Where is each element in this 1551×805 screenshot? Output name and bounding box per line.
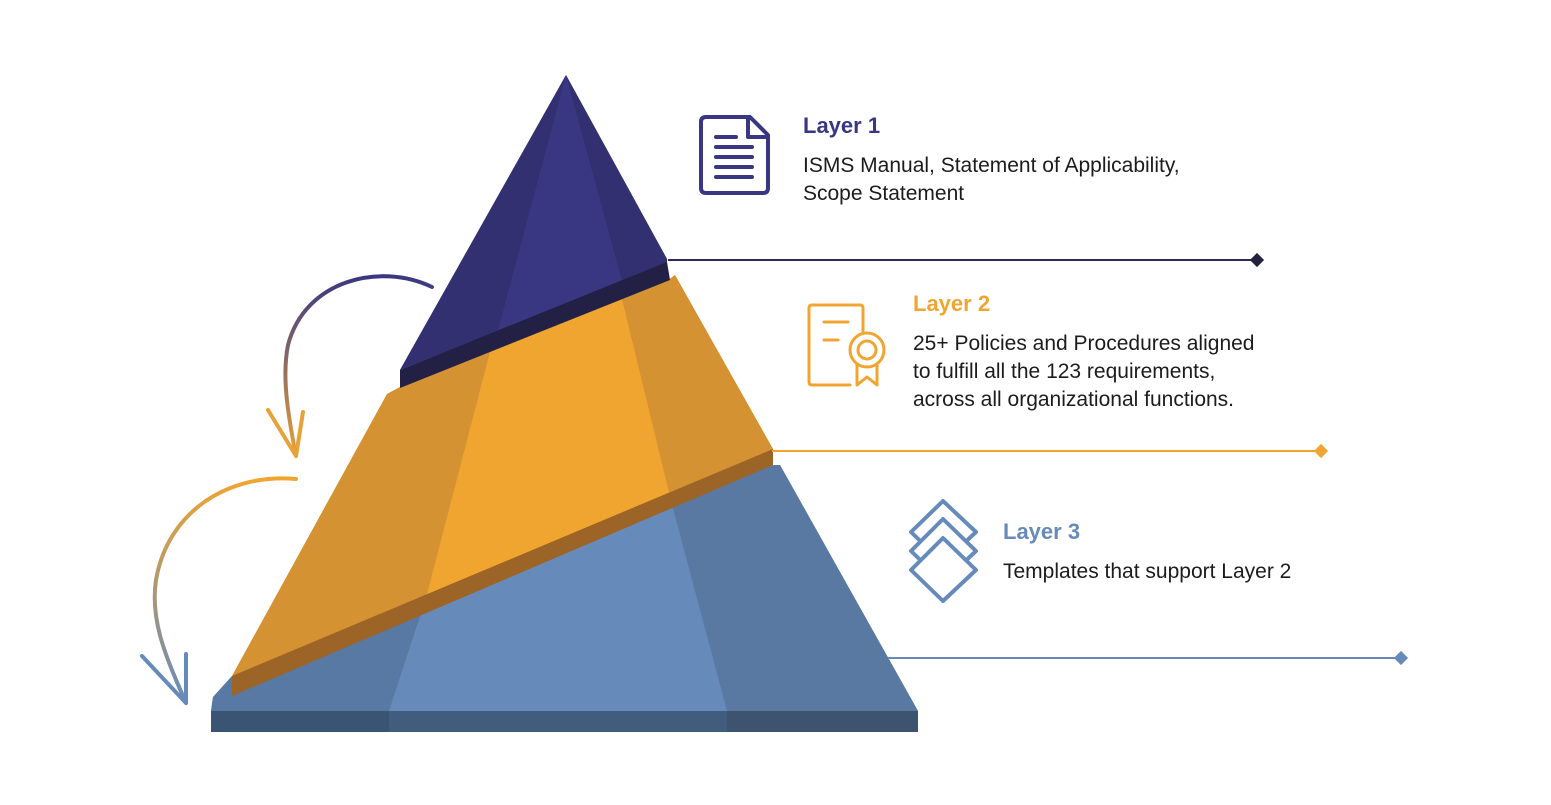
arrow-layer2-to-layer3 [140, 476, 298, 705]
arrow-layer1-to-layer2 [266, 274, 434, 458]
connector-line-layer-2 [772, 443, 1329, 459]
pyramid [211, 75, 918, 732]
certificate-icon [807, 303, 886, 387]
pyramid-layer-3 [211, 465, 918, 732]
stacked-layers-icon [909, 499, 978, 603]
layer-1-title: Layer 1 [803, 113, 881, 138]
layer-2-info: Layer 2 25+ Policies and Procedures alig… [913, 290, 1473, 414]
connector-line-layer-1 [668, 252, 1265, 268]
layer-2-title: Layer 2 [913, 291, 991, 316]
layer-3-title: Layer 3 [1003, 519, 1081, 544]
pyramid-layer-1 [400, 75, 670, 388]
layer-3-info: Layer 3 Templates that support Layer 2 [1003, 518, 1503, 586]
pyramid-layer-2 [232, 275, 773, 696]
layer-1-description: ISMS Manual, Statement of Applicability,… [803, 154, 1180, 205]
layer-2-description: 25+ Policies and Procedures aligned to f… [913, 332, 1255, 411]
layer-1-info: Layer 1 ISMS Manual, Statement of Applic… [803, 112, 1323, 208]
connector-line-layer-3 [888, 650, 1409, 666]
document-icon [699, 115, 770, 195]
layer-3-description: Templates that support Layer 2 [1003, 560, 1292, 583]
